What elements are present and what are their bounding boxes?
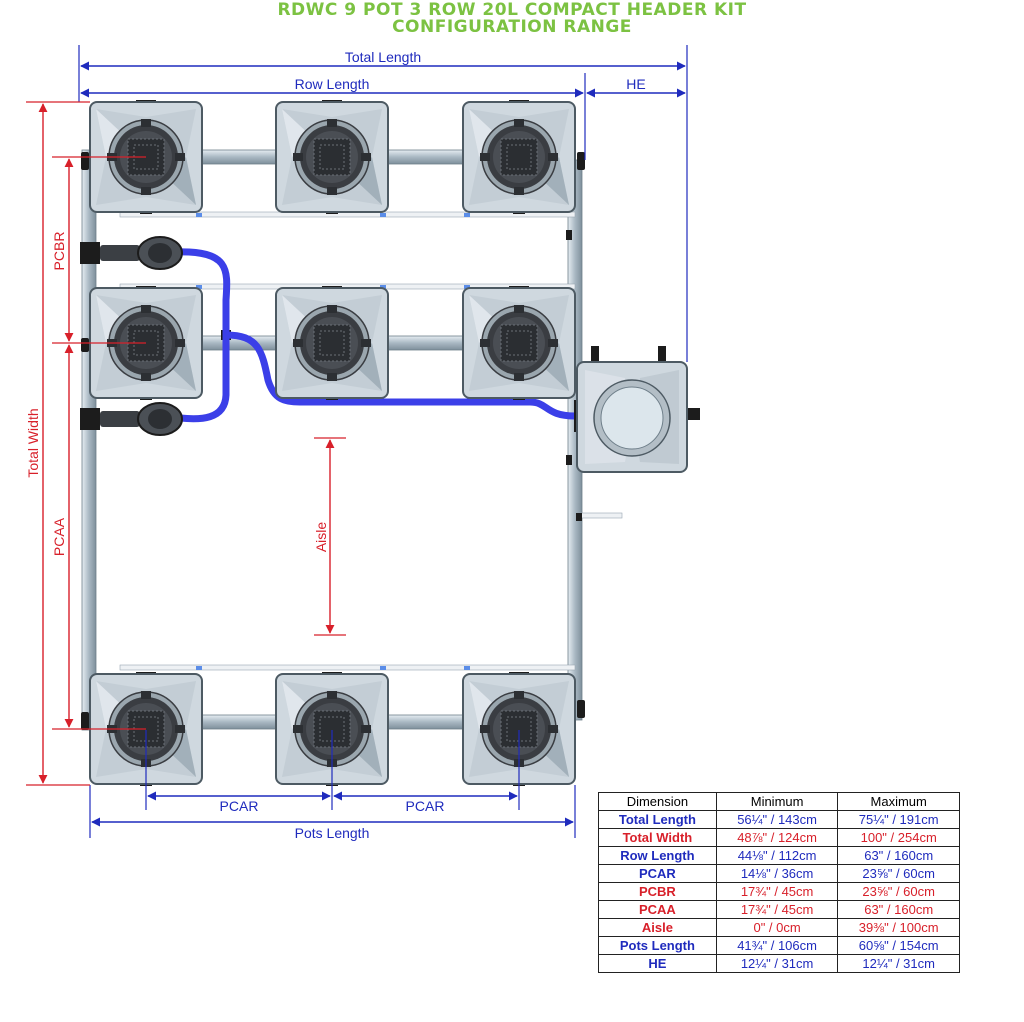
pots-length-label: Pots Length (295, 825, 370, 841)
left-vertical-pipe (81, 149, 97, 731)
pot-3-3 (462, 672, 576, 786)
pot-1-2 (275, 100, 389, 214)
drain-line-stub (577, 512, 623, 519)
table-cell-maximum: 100" / 254cm (837, 828, 960, 847)
pcaa-label: PCAA (51, 517, 67, 556)
table-cell-minimum: 0" / 0cm (715, 918, 839, 937)
table-cell-dimension: HE (598, 954, 717, 973)
aisle-label: Aisle (313, 522, 329, 553)
total-length-label: Total Length (345, 49, 421, 65)
pump-top (80, 236, 183, 270)
he-label: HE (626, 76, 645, 92)
row1-pipe-a (195, 149, 281, 165)
title-line-1: RDWC 9 POT 3 ROW 20L COMPACT HEADER KIT (277, 0, 747, 20)
title-line-2: CONFIGURATION RANGE (392, 17, 632, 37)
pump-bottom (80, 402, 183, 436)
diagram-title: RDWC 9 POT 3 ROW 20L COMPACT HEADER KIT … (0, 2, 1024, 36)
table-cell-minimum: 44⅛" / 112cm (715, 846, 839, 865)
table-cell-maximum: 63" / 160cm (837, 846, 960, 865)
table-cell-maximum: 63" / 160cm (837, 900, 960, 919)
dimension-lines (26, 45, 688, 838)
pcar-right-label: PCAR (406, 798, 445, 814)
pot-2-2 (275, 286, 389, 400)
table-cell-dimension: Total Length (598, 810, 717, 829)
table-cell-dimension: PCAR (598, 864, 717, 883)
table-cell-maximum: 75¼" / 191cm (837, 810, 960, 829)
table-header-row: Dimension Minimum Maximum (598, 792, 960, 811)
column-header-dimension: Dimension (598, 792, 717, 811)
header-tank (574, 346, 700, 473)
table-cell-minimum: 12¼" / 31cm (715, 954, 839, 973)
pot-grid (89, 100, 576, 786)
pot-1-3 (462, 100, 576, 214)
total-width-label: Total Width (25, 408, 41, 477)
table-cell-minimum: 48⅞" / 124cm (715, 828, 839, 847)
row2-pipe-b (381, 335, 467, 351)
table-cell-maximum: 12¼" / 31cm (837, 954, 960, 973)
pot-3-2 (275, 672, 389, 786)
table-cell-minimum: 41¾" / 106cm (715, 936, 839, 955)
column-header-maximum: Maximum (837, 792, 960, 811)
table-cell-maximum: 23⅝" / 60cm (837, 882, 960, 901)
table-cell-minimum: 17¾" / 45cm (715, 882, 839, 901)
table-cell-minimum: 14⅛" / 36cm (715, 864, 839, 883)
row1-pipe-b (381, 149, 467, 165)
pipework (81, 149, 623, 731)
table-cell-maximum: 39⅜" / 100cm (837, 918, 960, 937)
table-cell-dimension: PCAA (598, 900, 717, 919)
row3-pipe-b (381, 714, 467, 730)
table-cell-maximum: 23⅝" / 60cm (837, 864, 960, 883)
row-length-label: Row Length (295, 76, 370, 92)
pcbr-label: PCBR (51, 232, 67, 271)
table-cell-maximum: 60⅝" / 154cm (837, 936, 960, 955)
table-cell-dimension: Row Length (598, 846, 717, 865)
table-cell-minimum: 17¾" / 45cm (715, 900, 839, 919)
row3-pipe-a (195, 714, 281, 730)
drain-line-3 (119, 664, 576, 671)
table-cell-dimension: Aisle (598, 918, 717, 937)
table-cell-dimension: PCBR (598, 882, 717, 901)
table-cell-dimension: Pots Length (598, 936, 717, 955)
pot-2-3 (462, 286, 576, 400)
table-cell-minimum: 56¼" / 143cm (715, 810, 839, 829)
pcar-left-label: PCAR (220, 798, 259, 814)
column-header-minimum: Minimum (715, 792, 839, 811)
table-cell-dimension: Total Width (598, 828, 717, 847)
